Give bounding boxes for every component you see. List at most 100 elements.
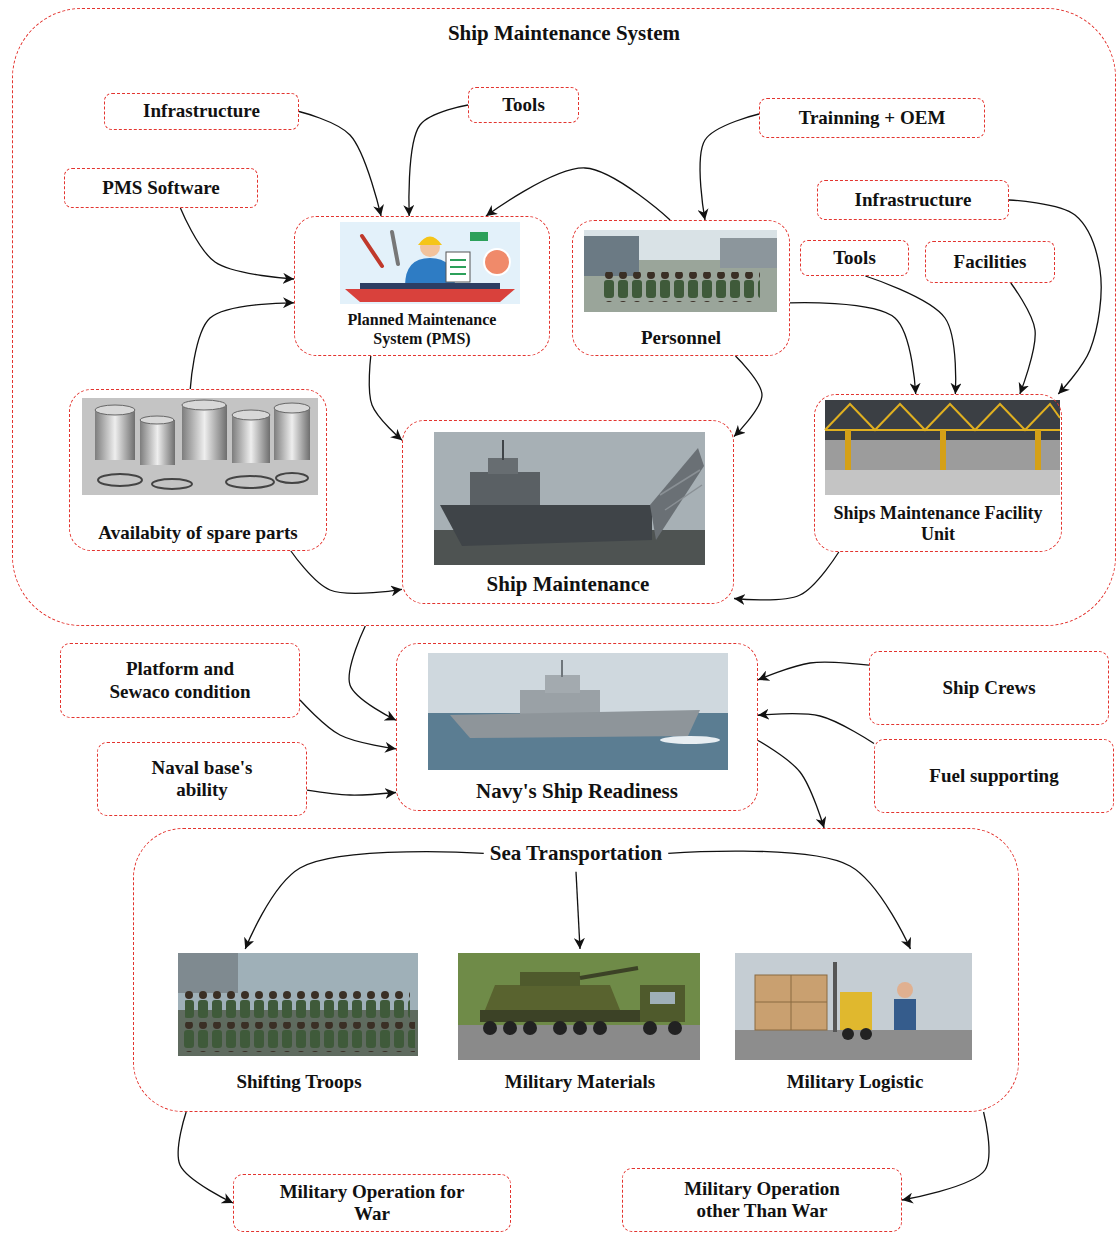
cargo-photo	[840, 992, 872, 1030]
node-label: Military Operation other Than War	[667, 1178, 857, 1223]
cargo-photo	[735, 953, 972, 1060]
process-box: Facilities	[925, 241, 1055, 283]
process-box: Fuel supporting	[874, 739, 1114, 813]
cargo-photo	[894, 999, 916, 1030]
vehicle-photo	[458, 953, 700, 1060]
connector-arrow	[668, 851, 910, 949]
ship-dock-photo	[434, 432, 705, 565]
node-label: Ship Maintenance	[487, 572, 650, 597]
connector-arrow	[734, 552, 839, 600]
connector-arrow	[307, 790, 396, 795]
pms-icon	[450, 266, 466, 268]
connector-arrow	[1011, 283, 1035, 394]
connector-arrow	[349, 626, 396, 720]
node-label: Military Materials	[505, 1071, 655, 1093]
ship-dock-photo	[665, 485, 702, 510]
spare-parts-photo	[82, 398, 318, 495]
node-label: PMS Software	[102, 177, 219, 199]
hangar-photo	[1035, 430, 1041, 475]
region-title: Ship Maintenance System	[448, 21, 680, 46]
node-label: Ship Crews	[942, 677, 1035, 699]
vehicle-photo	[668, 1021, 682, 1035]
connector-arrow	[190, 303, 294, 389]
picture-box: Availabity of spare parts	[69, 389, 327, 551]
vehicle-photo	[650, 992, 675, 1004]
process-box: Infrastructure	[104, 93, 299, 130]
pms-icon	[470, 232, 488, 241]
connector-arrow	[758, 714, 874, 744]
troops-photo	[178, 953, 418, 1056]
spare-parts-photo	[98, 474, 142, 486]
picture-box: Ships Maintenance Facility Unit	[814, 394, 1062, 552]
pms-icon	[484, 249, 510, 275]
personnel-photo	[600, 272, 760, 302]
ship-at-sea-photo	[545, 675, 580, 693]
pms-icon	[360, 283, 500, 289]
connector-arrow	[1009, 200, 1101, 394]
ship-dock-photo	[470, 472, 540, 506]
cargo-photo	[897, 982, 913, 998]
personnel-photo	[584, 236, 639, 276]
spare-parts-photo	[226, 476, 274, 488]
ship-dock-photo	[434, 432, 705, 565]
node-label: Tools	[833, 247, 876, 269]
vehicle-photo	[523, 1021, 537, 1035]
spare-parts-photo	[274, 408, 310, 460]
pms-icon	[345, 289, 515, 302]
node-label: Military Logistic	[787, 1071, 924, 1093]
connector-arrow	[291, 551, 402, 593]
spare-parts-photo	[232, 410, 270, 420]
troops-photo	[185, 990, 410, 1020]
spare-parts-photo	[82, 398, 318, 495]
process-box: Military Operation other Than War	[622, 1168, 902, 1232]
hangar-photo	[825, 400, 1060, 495]
spare-parts-photo	[182, 405, 227, 460]
pms-icon	[446, 252, 470, 282]
pms-icon	[362, 236, 382, 266]
spare-parts-photo	[95, 405, 135, 415]
process-box: Ship Crews	[869, 651, 1109, 725]
process-box: PMS Software	[64, 168, 258, 208]
connector-arrow	[178, 1112, 233, 1203]
process-box: Trainning + OEM	[759, 98, 985, 138]
vehicle-photo	[483, 1021, 497, 1035]
pms-icon	[340, 222, 520, 304]
node-label: Availabity of spare parts	[98, 522, 297, 544]
hangar-photo	[825, 404, 1060, 430]
connector-arrow	[180, 208, 294, 279]
cargo-photo	[833, 962, 837, 1032]
hangar-photo	[825, 470, 1060, 495]
pms-icon	[418, 237, 442, 246]
group-region: Ship Maintenance SystemInfrastructureToo…	[12, 8, 1116, 626]
process-box: Tools	[800, 240, 909, 276]
process-box: Naval base's ability	[97, 742, 307, 816]
troops-photo	[178, 953, 238, 993]
group-region: Sea TransportationShifting TroopsMilitar…	[133, 828, 1019, 1112]
node-label: Trainning + OEM	[799, 107, 946, 129]
vehicle-photo	[593, 1021, 607, 1035]
pms-icon	[392, 232, 398, 264]
connector-arrow	[790, 303, 916, 394]
connector-arrow	[700, 114, 759, 220]
picture-box: Planned Maintenance System (PMS)	[294, 216, 550, 356]
process-box: Infrastructure	[817, 180, 1009, 220]
spare-parts-photo	[182, 400, 226, 410]
vehicle-photo	[458, 953, 700, 1060]
ship-at-sea-photo	[520, 690, 600, 715]
node-label: Ships Maintenance Facility Unit	[823, 503, 1053, 545]
connector-arrow	[300, 700, 396, 749]
troops-photo	[180, 1022, 415, 1052]
vehicle-photo	[573, 1021, 587, 1035]
spare-parts-photo	[232, 415, 270, 463]
ship-at-sea-photo	[428, 653, 728, 770]
picture-box: Personnel	[572, 220, 790, 356]
connector-arrow	[576, 872, 580, 949]
picture-box: Navy's Ship Readiness	[396, 643, 758, 811]
connector-arrow	[245, 852, 484, 949]
cargo-photo	[842, 1028, 854, 1040]
cargo-photo	[860, 1028, 872, 1040]
node-label: Fuel supporting	[929, 765, 1058, 787]
process-box: Military Operation for War	[233, 1174, 511, 1232]
ship-at-sea-photo	[450, 710, 700, 738]
